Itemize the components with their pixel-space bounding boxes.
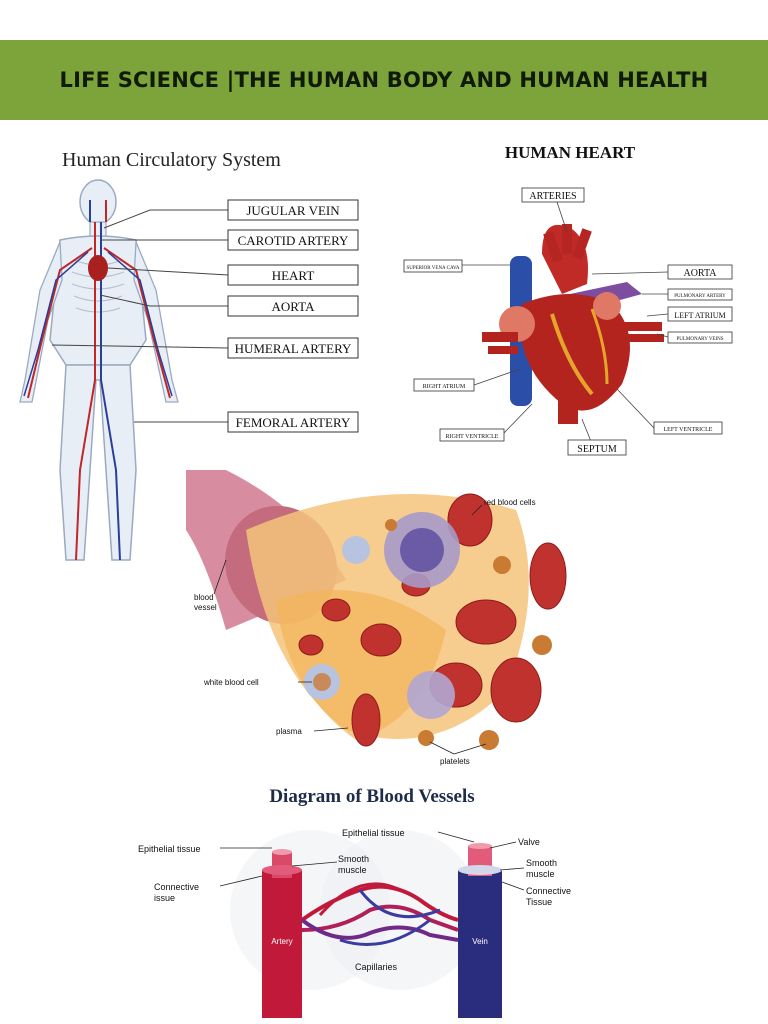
label-aorta: AORTA <box>272 299 316 314</box>
label-right-atrium: RIGHT ATRIUM <box>423 384 466 390</box>
blood-vessels-diagram: Diagram of Blood Vessels <box>100 770 660 1024</box>
label-platelets: platelets <box>440 757 470 766</box>
label-septum: SEPTUM <box>577 444 617 455</box>
label-epithelial-right: Epithelial tissue <box>342 828 405 838</box>
label-femoral-artery: FEMORAL ARTERY <box>236 415 351 430</box>
label-left-atrium: LEFT ATRIUM <box>674 311 725 320</box>
label-vein: Vein <box>472 937 488 946</box>
label-superior-vena-cava: SUPERIOR VENA CAVA <box>406 266 459 271</box>
label-heart: HEART <box>272 268 315 283</box>
label-pulmonary-artery: PULMONARY ARTERY <box>674 294 726 299</box>
circulatory-labels: JUGULAR VEIN CAROTID ARTERY HEART AORTA … <box>227 199 359 433</box>
heart-labels: ARTERIES SUPERIOR VENA CAVA AORTA PULMON… <box>403 187 733 456</box>
page-title: LIFE SCIENCE |THE HUMAN BODY AND HUMAN H… <box>59 68 709 92</box>
label-capillaries: Capillaries <box>355 962 398 972</box>
label-white-blood-cell: white blood cell <box>203 678 259 687</box>
label-pulmonary-veins: PULMONARY VEINS <box>676 337 723 342</box>
label-valve: Valve <box>518 837 540 847</box>
blood-illustration <box>186 470 567 750</box>
label-jugular-vein: JUGULAR VEIN <box>246 203 340 218</box>
label-left-ventricle: LEFT VENTRICLE <box>664 427 713 433</box>
heart-shape <box>88 255 108 281</box>
label-arteries: ARTERIES <box>529 191 576 202</box>
vessels-title: Diagram of Blood Vessels <box>269 786 474 807</box>
circulatory-system-diagram: Human Circulatory System <box>0 140 380 600</box>
circulatory-title: Human Circulatory System <box>62 149 281 171</box>
label-right-ventricle: RIGHT VENTRICLE <box>446 434 499 440</box>
label-plasma: plasma <box>276 727 302 736</box>
label-carotid-artery: CAROTID ARTERY <box>238 233 349 248</box>
label-aorta: AORTA <box>683 268 717 279</box>
body-figure <box>19 179 179 561</box>
heart-title: HUMAN HEART <box>505 143 636 162</box>
human-heart-diagram: HUMAN HEART <box>392 134 742 464</box>
label-epithelial-left: Epithelial tissue <box>138 844 201 854</box>
heart-illustration <box>482 224 664 424</box>
vessels-illustration <box>230 830 502 1018</box>
label-humeral-artery: HUMERAL ARTERY <box>235 341 352 356</box>
label-artery: Artery <box>271 937 292 946</box>
header-banner: LIFE SCIENCE |THE HUMAN BODY AND HUMAN H… <box>0 40 768 120</box>
label-red-blood-cells: red blood cells <box>484 498 536 507</box>
